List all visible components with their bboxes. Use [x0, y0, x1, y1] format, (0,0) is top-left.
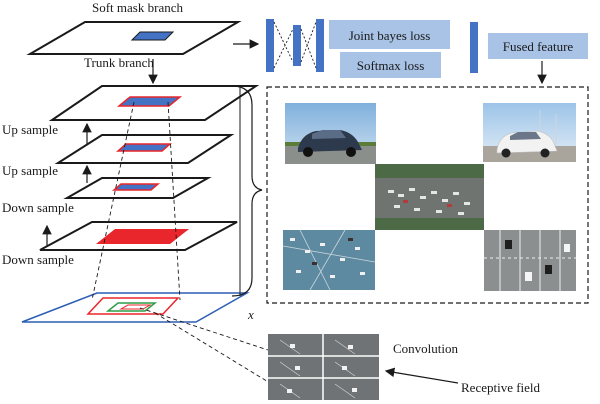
convolution-label: Convolution [393, 341, 459, 356]
fc-layers [266, 19, 324, 72]
aerial-photo-left [282, 229, 376, 291]
upsample-plane-2 [63, 177, 212, 199]
car-photo-suv [285, 103, 376, 164]
trunk-label: Trunk branch [84, 55, 154, 70]
trunk-plane-1 [48, 85, 260, 121]
softmax-box [340, 52, 441, 78]
feature-bar [470, 22, 478, 73]
traffic-photo-center [375, 164, 484, 230]
receptive-arrow [384, 367, 459, 384]
soft-mask-label: Soft mask branch [92, 0, 183, 15]
car-photo-white [483, 103, 576, 162]
down-sample-label-1: Down sample [2, 200, 74, 215]
receptive-field-grid [268, 334, 379, 400]
fused-feature-container [266, 86, 589, 304]
road-photo-right [484, 230, 576, 291]
brace [231, 85, 263, 297]
upsample-plane-1 [54, 134, 235, 164]
downsample-plane [39, 221, 238, 251]
fused-feature-text: Fused feature [503, 39, 574, 54]
joint-bayes-text: Joint bayes loss [349, 28, 431, 43]
joint-bayes-box [329, 20, 450, 49]
projection-lines [91, 101, 271, 384]
soft-mask-plane [26, 21, 242, 55]
fused-feature-box [488, 33, 588, 59]
up-sample-label-1: Up sample [2, 122, 58, 137]
x-label: x [247, 307, 254, 322]
input-plane [21, 292, 250, 323]
softmax-text: Softmax loss [357, 58, 425, 73]
up-sample-label-2: Up sample [2, 163, 58, 178]
down-sample-label-2: Down sample [2, 252, 74, 267]
receptive-field-label: Receptive field [461, 380, 541, 395]
